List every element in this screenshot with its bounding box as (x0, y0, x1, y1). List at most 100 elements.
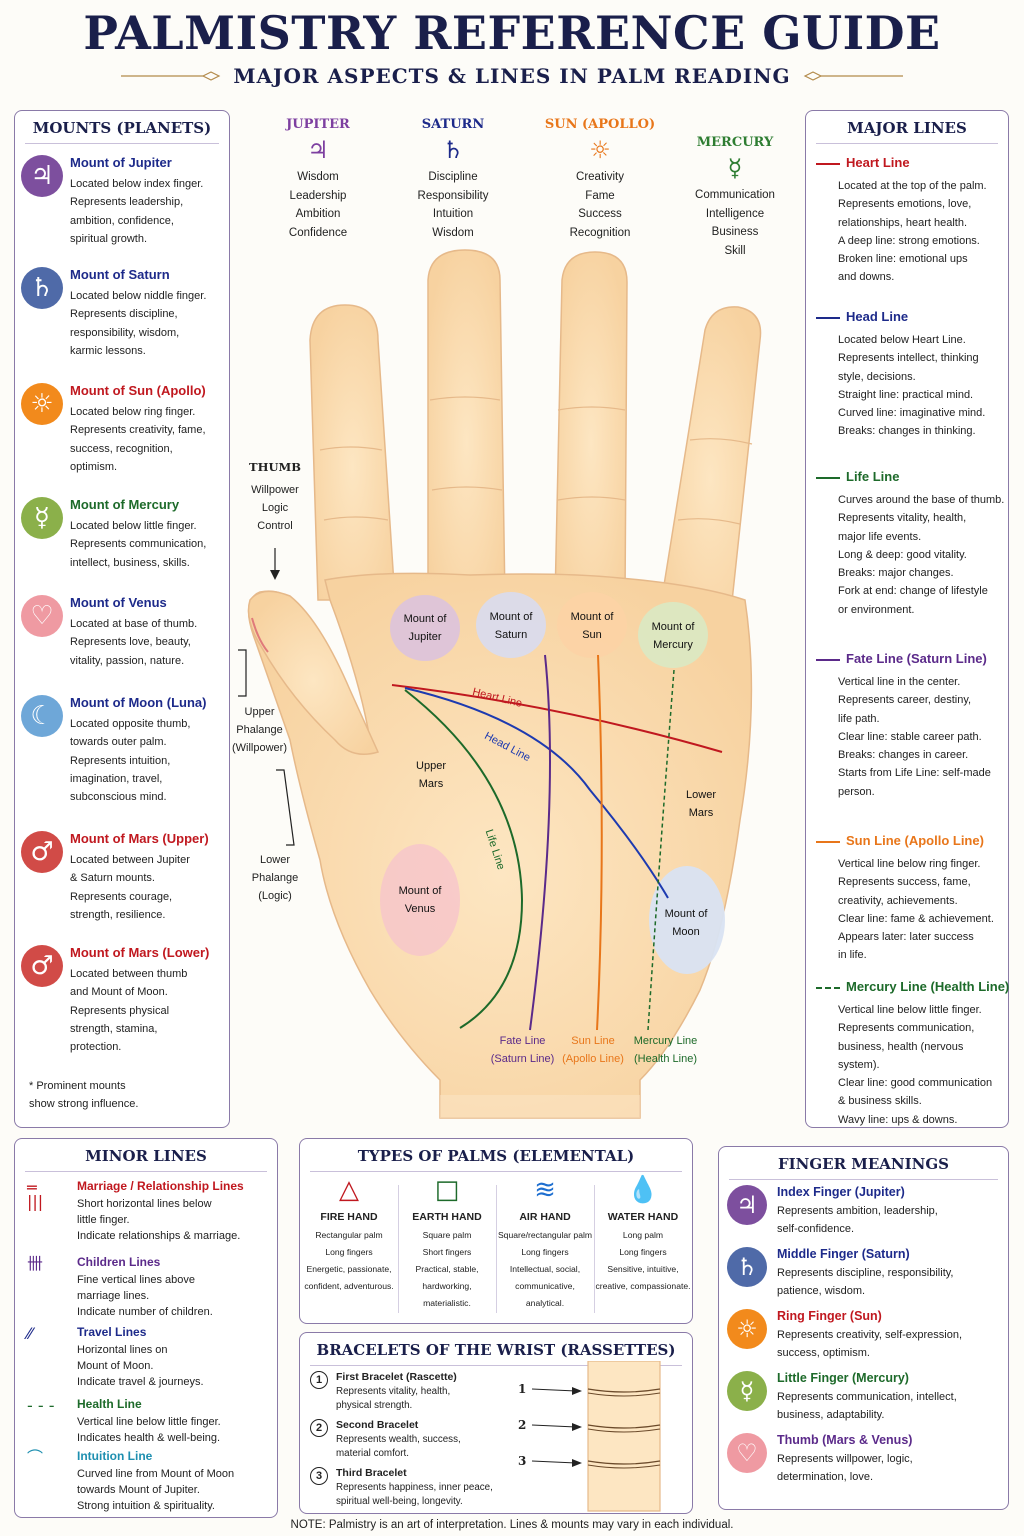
mount-description: Located below little finger. Represents … (70, 520, 207, 569)
bracelet-description: Represents wealth, success, material com… (336, 1434, 461, 1459)
mount-symbol-icon: ♂ (21, 945, 63, 987)
palm-type-name: FIRE HAND (320, 1211, 378, 1223)
mount-saturn-oval (476, 592, 546, 658)
planet-column: MERCURY☿Communication Intelligence Busin… (675, 135, 795, 261)
major-line-name: Sun Line (Apollo Line) (846, 833, 984, 848)
finger-name: Index Finger (Jupiter) (777, 1185, 905, 1199)
planet-name: MERCURY (696, 135, 774, 150)
minor-line-mark-icon: - - - (27, 1396, 55, 1415)
mount-saturn-label: Mount of Saturn (489, 611, 533, 641)
mounts-footnote: * Prominent mounts show strong influence… (29, 1080, 139, 1110)
palm-type-description: Square/rectangular palm Long fingers Int… (497, 1230, 593, 1308)
ornament-left-icon (121, 71, 221, 81)
line-swatch-icon (816, 163, 840, 165)
mount-jupiter-label: Mount of Jupiter (403, 613, 447, 643)
mount-description: Located opposite thumb, towards outer pa… (70, 718, 191, 804)
middle-finger (427, 249, 506, 601)
planet-symbol-icon: ☼ (589, 136, 611, 164)
minor-line-description: Fine vertical lines above marriage lines… (77, 1274, 213, 1319)
mount-description: Located between thumb and Mount of Moon.… (70, 968, 188, 1054)
mount-sun-oval (557, 592, 627, 658)
planet-symbol-icon: ♃ (307, 136, 329, 164)
bracelets-panel: BRACELETS OF THE WRIST (RASSETTES) 1 Firs… (299, 1332, 693, 1514)
mount-name: Mount of Moon (Luna) (70, 695, 207, 710)
major-line-description: Vertical line in the center. Represents … (838, 676, 991, 798)
major-line-name: Head Line (846, 309, 909, 324)
line-swatch-icon (816, 317, 840, 319)
mount-description: Located below niddle finger. Represents … (70, 290, 207, 357)
major-line-name: Heart Line (846, 155, 910, 170)
mount-name: Mount of Venus (70, 595, 167, 610)
mount-jupiter-oval (390, 595, 460, 661)
bracelet-number: 1 (310, 1371, 328, 1389)
finger-description: Represents creativity, self-expression, … (777, 1329, 963, 1359)
mount-symbol-icon: ☼ (21, 383, 63, 425)
planet-traits: Creativity Fame Success Recognition (569, 171, 631, 240)
bracelet-name: First Bracelet (Rascette) (336, 1371, 457, 1383)
palm-type-description: Long palm Long fingers Sensitive, intuit… (595, 1230, 691, 1291)
planet-traits: Wisdom Leadership Ambition Confidence (288, 171, 348, 240)
line-swatch-icon (816, 987, 840, 989)
major-line-description: Vertical line below little finger. Repre… (838, 1004, 993, 1126)
minor-line-mark-icon: ═ ||| (27, 1178, 44, 1211)
bracelets-title: BRACELETS OF THE WRIST (RASSETTES) (310, 1333, 682, 1366)
finger-symbol-icon: ♄ (727, 1247, 767, 1287)
lower-mars-label: Lower Mars (686, 789, 716, 819)
minor-line-name: Children Lines (77, 1255, 161, 1269)
planet-symbol-icon: ☿ (727, 154, 743, 182)
thumb-title: THUMB (249, 460, 301, 474)
minor-line-description: Curved line from Mount of Moon towards M… (77, 1468, 235, 1513)
fate-line (529, 654, 551, 1031)
major-lines-title: MAJOR LINES (816, 111, 998, 144)
finger-symbol-icon: ☼ (727, 1309, 767, 1349)
major-line-description: Curves around the base of thumb. Represe… (838, 494, 1005, 616)
wrist-label-2: 2 (518, 1418, 527, 1432)
minor-line-description: Horizontal lines on Mount of Moon. Indic… (77, 1344, 204, 1389)
planet-name: SUN (APOLLO) (544, 117, 656, 132)
mount-description: Located below index finger. Represents l… (70, 178, 204, 245)
palm-type-item: △ FIRE HAND Rectangular palm Long fingers … (301, 1175, 397, 1295)
mount-symbol-icon: ♃ (21, 155, 63, 197)
finger-description: Represents willpower, logic, determinati… (777, 1453, 913, 1483)
mount-moon-label: Mount of Moon (664, 908, 708, 938)
finger-description: Represents ambition, leadership, self-co… (777, 1205, 938, 1235)
page-title: PALMISTRY REFERENCE GUIDE (83, 6, 941, 60)
head-line (404, 687, 669, 899)
major-line-description: Located at the top of the palm. Represen… (838, 180, 987, 284)
finger-symbol-icon: ♡ (727, 1433, 767, 1473)
planet-symbol-icon: ♄ (442, 136, 464, 164)
hand-illustration (238, 249, 762, 1119)
palm-type-description: Rectangular palm Long fingers Energetic,… (304, 1230, 394, 1291)
mount-name: Mount of Mercury (70, 497, 180, 512)
little-finger (659, 306, 762, 621)
palm-type-name: WATER HAND (607, 1211, 679, 1223)
bracelet-number: 3 (310, 1467, 328, 1485)
mount-description: Located below ring finger. Represents cr… (70, 406, 206, 473)
major-line-name: Life Line (846, 469, 900, 484)
mount-venus-oval (380, 844, 460, 956)
palm-type-name: AIR HAND (519, 1211, 571, 1223)
page-subtitle: MAJOR ASPECTS & LINES IN PALM READING (233, 64, 791, 88)
planet-name: JUPITER (286, 117, 350, 132)
palm-element-icon: △ (339, 1175, 359, 1205)
mount-name: Mount of Saturn (70, 267, 170, 282)
palm-type-item: 💧 WATER HAND Long palm Long fingers Sensit… (595, 1175, 691, 1295)
finger-meanings-title: FINGER MEANINGS (729, 1147, 998, 1180)
palm-element-icon: 💧 (626, 1175, 660, 1205)
upper-phalange-label: Upper Phalange (Willpower) (232, 706, 287, 754)
bracelet-description: Represents happiness, inner peace, spiri… (336, 1482, 493, 1507)
minor-line-name: Health Line (77, 1397, 142, 1411)
mount-symbol-icon: ♄ (21, 267, 63, 309)
mount-symbol-icon: ☿ (21, 497, 63, 539)
bracelet-name: Second Bracelet (336, 1419, 419, 1431)
line-swatch-icon (816, 659, 840, 661)
line-swatch-icon (816, 477, 840, 479)
lower-phalange-label: Lower Phalange (Logic) (251, 854, 299, 902)
wrist-label-3: 3 (518, 1454, 527, 1468)
finger-meanings-panel: FINGER MEANINGS ♃Index Finger (Jupiter)R… (718, 1146, 1009, 1510)
sun-line-label: Sun Line (Apollo Line) (562, 1035, 624, 1065)
